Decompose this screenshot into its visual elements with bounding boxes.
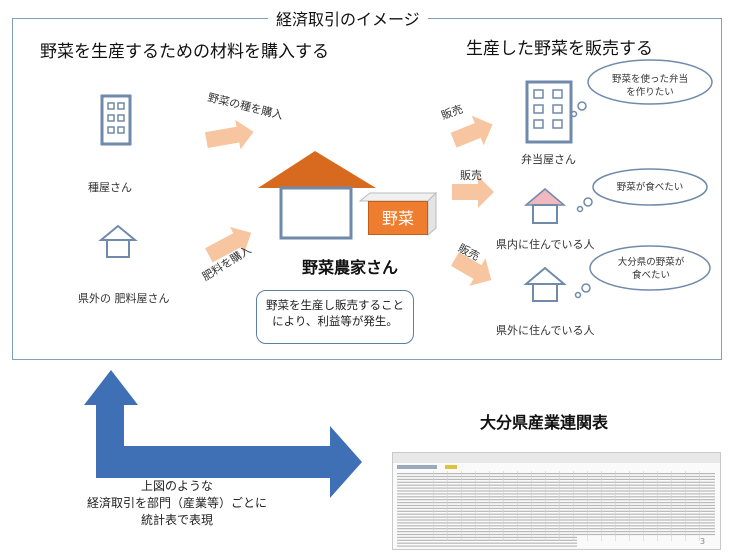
cloud-1-text: 野菜を使った弁当を作りたい — [611, 74, 688, 98]
profit-callout: 野菜を生産し販売することにより、利益等が発生。 — [256, 290, 414, 344]
buy-fertilizer-arrow-icon — [205, 227, 252, 263]
outside-resident-house-icon — [523, 266, 567, 302]
thought-cloud-3-icon — [574, 245, 711, 299]
local-resident-house-icon — [523, 188, 567, 224]
local-resident-label: 県内に住んでいる人 — [496, 238, 595, 251]
page-number: 3 — [700, 537, 706, 546]
right-heading: 生産した野菜を販売する — [466, 39, 653, 59]
sell-arrow-2-icon — [452, 176, 494, 208]
caption-line-3: 統計表で表現 — [140, 513, 213, 527]
caption-line-2: 経済取引を部門（産業等）ごとに — [86, 496, 267, 510]
caption-line-1: 上図のような — [140, 479, 213, 493]
thought-cloud-2-icon — [576, 168, 708, 213]
fertilizer-shop-label: 県外の 肥料屋さん — [78, 292, 170, 305]
sell-arrow-3-icon — [450, 252, 492, 286]
bento-shop-building-icon — [525, 80, 573, 144]
farm-house-icon — [258, 151, 376, 240]
seed-shop-building-icon — [100, 94, 132, 146]
bento-shop-label: 弁当屋さん — [521, 153, 576, 166]
caption: 上図のような 経済取引を部門（産業等）ごとに 統計表で表現 — [84, 478, 270, 529]
frame-title: 経済取引のイメージ — [268, 6, 428, 30]
seed-shop-label: 種屋さん — [88, 181, 132, 194]
thought-cloud-1-icon — [570, 59, 713, 118]
blue-double-arrow-icon — [84, 370, 362, 498]
io-table-title: 大分県産業連関表 — [480, 413, 609, 432]
fertilizer-shop-house-icon — [98, 224, 138, 258]
farm-label: 野菜農家さん — [302, 258, 399, 277]
io-table-thumbnail — [392, 452, 721, 550]
cloud-3-text: 大分県の野菜が食べたい — [617, 257, 685, 281]
spreadsheet-grid-icon — [393, 453, 720, 547]
sell-arrow-1-icon — [450, 115, 493, 148]
buy-seeds-arrow-icon — [204, 119, 254, 150]
left-heading: 野菜を生産するための材料を購入する — [40, 42, 329, 62]
cloud-2-text: 野菜が食べたい — [616, 182, 684, 193]
vegetable-box: 野菜 — [368, 201, 428, 235]
vegetable-box-3d-icon — [358, 191, 438, 237]
sell-label-2: 販売 — [460, 169, 482, 182]
outside-resident-label: 県外に住んでいる人 — [496, 324, 595, 337]
